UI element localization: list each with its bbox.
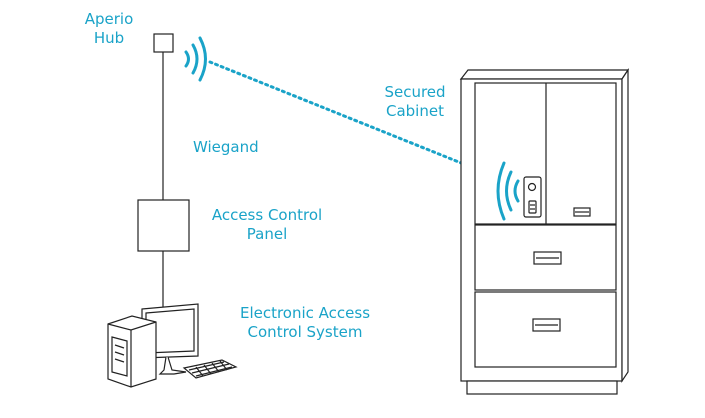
wifi-signal-icon bbox=[496, 161, 520, 221]
secured-cabinet-label: Secured Cabinet bbox=[374, 83, 456, 121]
wifi-signal-icon bbox=[184, 36, 207, 82]
cabinet-label-line1: Secured bbox=[384, 83, 446, 101]
cabinet-top bbox=[459, 69, 630, 80]
computer-tower-icon bbox=[107, 315, 157, 388]
system-label-line1: Electronic Access bbox=[239, 304, 371, 322]
access-control-panel-label: Access Control Panel bbox=[197, 206, 337, 244]
cabinet-label-line2: Cabinet bbox=[386, 102, 444, 120]
aperio-hub-label: Aperio Hub bbox=[81, 10, 137, 48]
aperio-hub-label-line1: Aperio bbox=[84, 10, 134, 28]
computer-workstation bbox=[107, 303, 238, 388]
secured-cabinet bbox=[459, 68, 630, 395]
cabinet-side bbox=[621, 68, 629, 383]
aperio-hub-label-line2: Hub bbox=[93, 29, 125, 47]
access-control-panel-box bbox=[137, 199, 190, 252]
system-label-line2: Control System bbox=[247, 323, 363, 341]
wiegand-label: Wiegand bbox=[193, 138, 259, 156]
panel-label-line1: Access Control bbox=[211, 206, 323, 224]
cabinet-base bbox=[466, 380, 618, 395]
wireless-link bbox=[208, 60, 503, 181]
lock-icon bbox=[523, 176, 542, 218]
keyboard-icon bbox=[182, 359, 238, 379]
electronic-access-system-label: Electronic Access Control System bbox=[227, 304, 383, 342]
aperio-hub-box bbox=[153, 33, 174, 53]
panel-label-line2: Panel bbox=[246, 225, 288, 243]
